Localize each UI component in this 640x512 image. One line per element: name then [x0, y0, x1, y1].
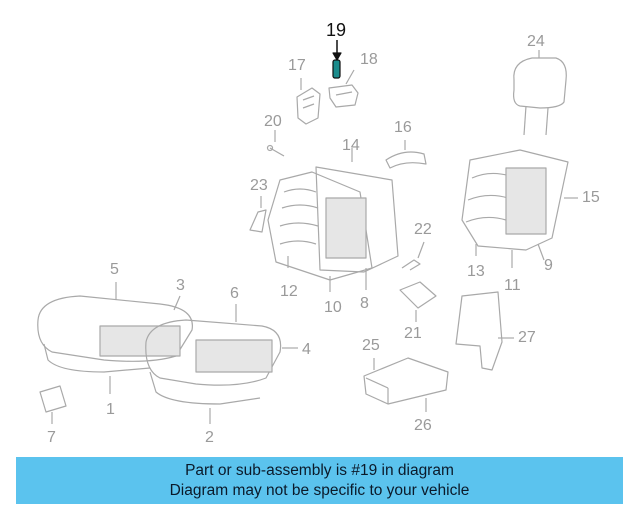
part-22-clip — [401, 241, 425, 271]
part-18-bracket — [328, 69, 359, 108]
parts-diagram: 1 2 3 4 5 6 7 8 9 10 11 12 13 14 15 16 1… — [37, 20, 600, 446]
part-label-16: 16 — [394, 119, 412, 136]
seat-cushion-right — [145, 304, 298, 424]
banner-line-1: Part or sub-assembly is #19 in diagram — [185, 461, 454, 479]
part-label-19: 19 — [326, 20, 347, 40]
part-label-27: 27 — [518, 329, 536, 346]
part-label-9: 9 — [544, 257, 553, 274]
part-label-17: 17 — [288, 57, 306, 74]
part-23-bracket — [249, 196, 267, 233]
part-label-15: 15 — [582, 189, 600, 206]
part-label-6: 6 — [230, 285, 239, 302]
part-label-25: 25 — [362, 337, 380, 354]
seatback-left — [267, 148, 399, 292]
seatback-right — [461, 149, 578, 268]
part-label-12: 12 — [280, 283, 298, 300]
part-25-armrest — [363, 357, 449, 412]
part-label-14: 14 — [342, 137, 360, 154]
part-19-highlight — [332, 40, 342, 79]
part-label-3: 3 — [176, 277, 185, 294]
part-label-22: 22 — [414, 221, 432, 238]
part-label-5: 5 — [110, 261, 119, 278]
part-label-2: 2 — [205, 429, 214, 446]
part-label-13: 13 — [467, 263, 485, 280]
info-banner: Part or sub-assembly is #19 in diagram D… — [16, 457, 623, 504]
part-label-10: 10 — [324, 299, 342, 316]
diagram-drawing — [37, 40, 578, 424]
banner-line-2: Diagram may not be specific to your vehi… — [169, 481, 470, 499]
part-label-23: 23 — [250, 177, 268, 194]
part-label-21: 21 — [404, 325, 422, 342]
part-16-cover — [385, 140, 427, 169]
part-7-block — [39, 385, 67, 424]
part-label-1: 1 — [106, 401, 115, 418]
seat-cushion-left — [37, 282, 193, 394]
part-label-18: 18 — [360, 51, 378, 68]
part-17-bracket — [296, 78, 321, 125]
part-label-26: 26 — [414, 417, 432, 434]
part-20-bolt — [266, 130, 285, 157]
part-label-11: 11 — [504, 277, 521, 294]
part-label-24: 24 — [527, 33, 545, 50]
part-label-8: 8 — [360, 295, 369, 312]
part-24-headrest — [513, 50, 567, 136]
part-27-panel — [455, 291, 514, 371]
part-label-20: 20 — [264, 113, 282, 130]
part-label-4: 4 — [302, 341, 311, 358]
part-21-bracket — [399, 281, 437, 322]
part-label-7: 7 — [47, 429, 56, 446]
